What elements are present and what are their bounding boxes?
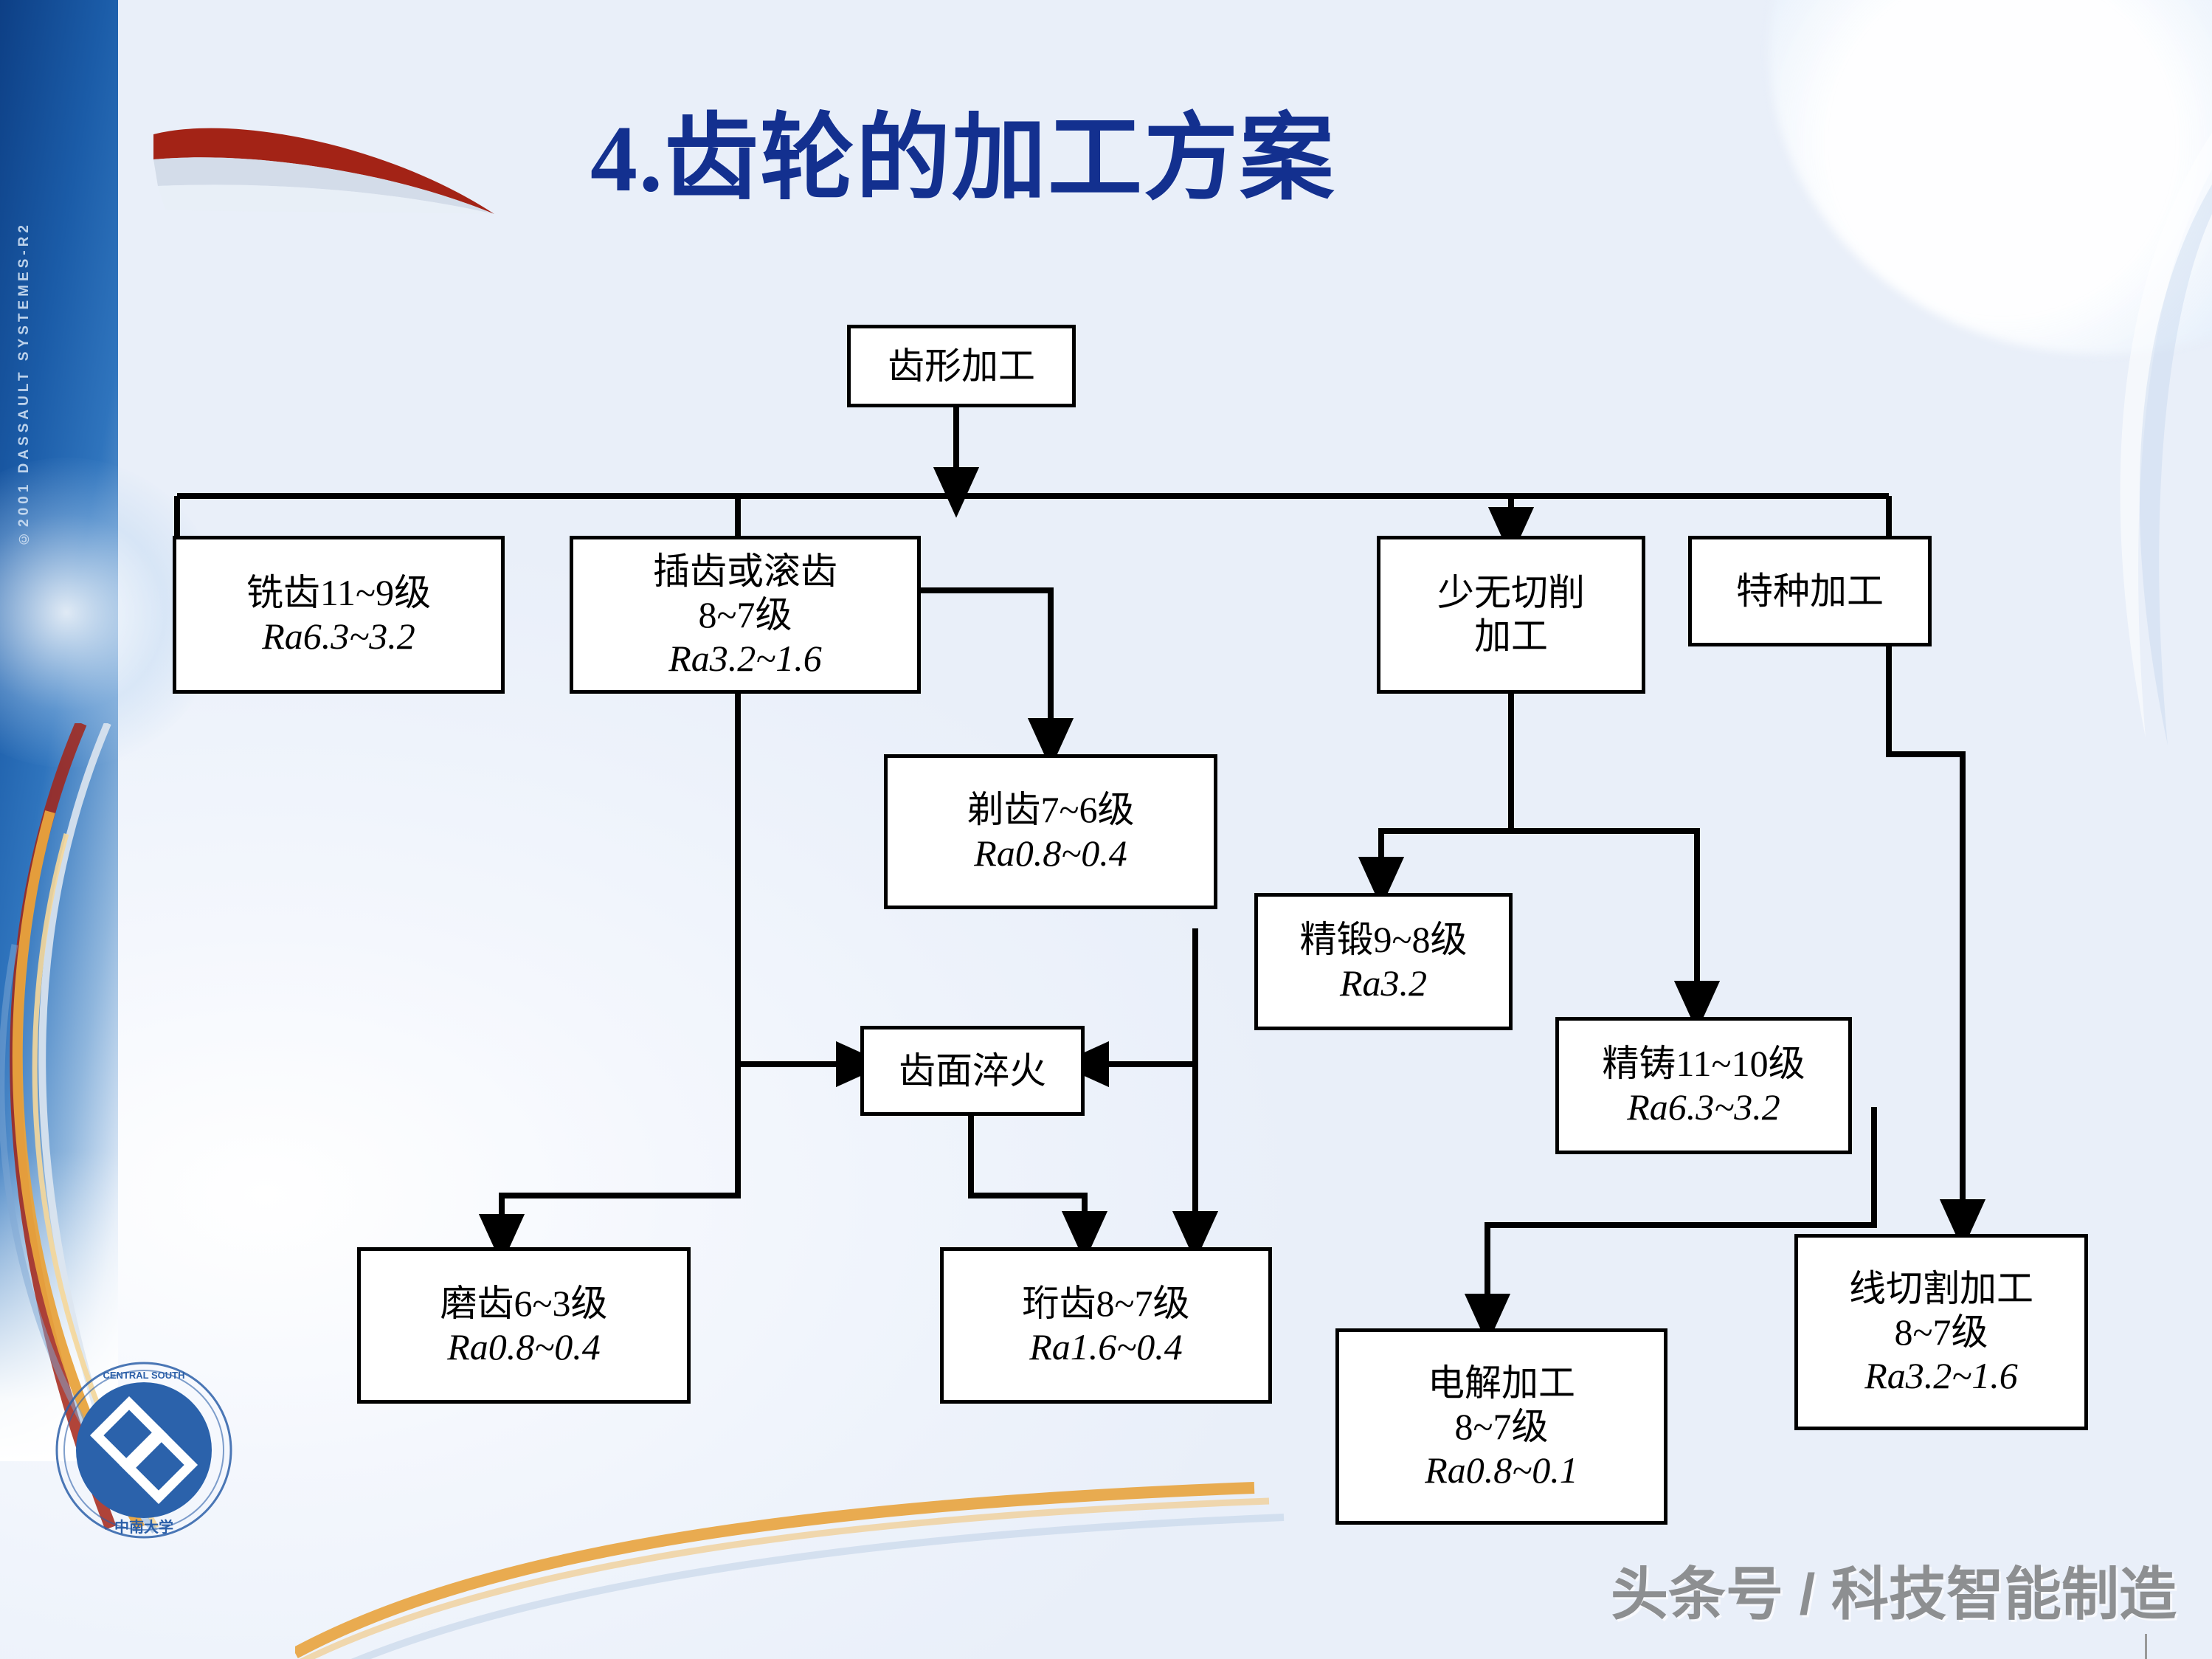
flow-node-precision-forging[interactable]: 精锻9~8级 Ra3.2 bbox=[1254, 893, 1513, 1030]
flow-node-ra: Ra0.8~0.4 bbox=[447, 1326, 601, 1367]
flow-node-ra: Ra3.2~1.6 bbox=[668, 637, 822, 679]
flow-node-title: 线切割加工 bbox=[1849, 1267, 2033, 1309]
flow-node-special-machining[interactable]: 特种加工 bbox=[1688, 536, 1932, 646]
flow-node-title: 剃齿7~6级 bbox=[967, 789, 1135, 830]
flow-node-title: 精铸11~10级 bbox=[1602, 1043, 1805, 1084]
flow-node-grade: 加工 bbox=[1474, 615, 1548, 657]
flow-node-ra: Ra6.3~3.2 bbox=[262, 615, 415, 657]
flow-node-ra: Ra0.8~0.1 bbox=[1425, 1449, 1578, 1491]
flow-node-milling[interactable]: 铣齿11~9级 Ra6.3~3.2 bbox=[173, 536, 505, 694]
flow-node-title: 精锻9~8级 bbox=[1299, 919, 1468, 960]
flow-node-grade: 8~7级 bbox=[698, 593, 792, 635]
flow-node-shaving[interactable]: 剃齿7~6级 Ra0.8~0.4 bbox=[884, 754, 1217, 909]
flow-node-electrochemical-machining[interactable]: 电解加工 8~7级 Ra0.8~0.1 bbox=[1335, 1328, 1667, 1525]
flow-node-title: 磨齿6~3级 bbox=[440, 1283, 608, 1324]
flow-node-ra: Ra3.2 bbox=[1339, 962, 1428, 1004]
flow-node-precision-casting[interactable]: 精铸11~10级 Ra6.3~3.2 bbox=[1555, 1017, 1852, 1154]
page-title: 4.齿轮的加工方案 bbox=[590, 106, 1336, 211]
flow-node-near-net-shaping[interactable]: 少无切削 加工 bbox=[1377, 536, 1645, 694]
flow-node-shaping-or-hobbing[interactable]: 插齿或滚齿 8~7级 Ra3.2~1.6 bbox=[570, 536, 921, 694]
flow-node-honing[interactable]: 珩齿8~7级 Ra1.6~0.4 bbox=[940, 1247, 1272, 1404]
flow-node-title: 珩齿8~7级 bbox=[1022, 1283, 1190, 1324]
flow-node-wire-edm[interactable]: 线切割加工 8~7级 Ra3.2~1.6 bbox=[1794, 1234, 2088, 1430]
flow-node-title: 特种加工 bbox=[1736, 570, 1884, 612]
flow-node-tooth-profile-machining[interactable]: 齿形加工 bbox=[847, 325, 1076, 407]
flow-node-surface-quenching[interactable]: 齿面淬火 bbox=[860, 1026, 1085, 1116]
flow-node-ra: Ra6.3~3.2 bbox=[1627, 1086, 1780, 1128]
cursor-caret-mark bbox=[2145, 1634, 2147, 1659]
flow-node-title: 齿形加工 bbox=[888, 345, 1035, 387]
flow-node-grade: 8~7级 bbox=[1454, 1405, 1549, 1447]
logo-outer-text: CENTRAL SOUTH bbox=[103, 1370, 185, 1381]
flow-node-grade: 8~7级 bbox=[1894, 1311, 1988, 1353]
watermark-text: 头条号 / 科技智能制造 bbox=[1610, 1562, 2177, 1627]
flow-node-title: 少无切削 bbox=[1437, 572, 1585, 613]
logo-bottom-text: 中南大学 bbox=[114, 1518, 173, 1536]
flow-node-ra: Ra0.8~0.4 bbox=[974, 832, 1127, 874]
flow-node-grinding[interactable]: 磨齿6~3级 Ra0.8~0.4 bbox=[357, 1247, 691, 1404]
flow-node-title: 电解加工 bbox=[1428, 1362, 1575, 1404]
flow-node-title: 铣齿11~9级 bbox=[246, 572, 432, 613]
flow-node-title: 插齿或滚齿 bbox=[653, 550, 837, 592]
central-south-university-logo: CENTRAL SOUTH 中南大学 bbox=[55, 1362, 232, 1539]
flow-node-title: 齿面淬火 bbox=[899, 1049, 1046, 1091]
flow-node-ra: Ra3.2~1.6 bbox=[1864, 1354, 2018, 1396]
flow-node-ra: Ra1.6~0.4 bbox=[1029, 1326, 1183, 1367]
